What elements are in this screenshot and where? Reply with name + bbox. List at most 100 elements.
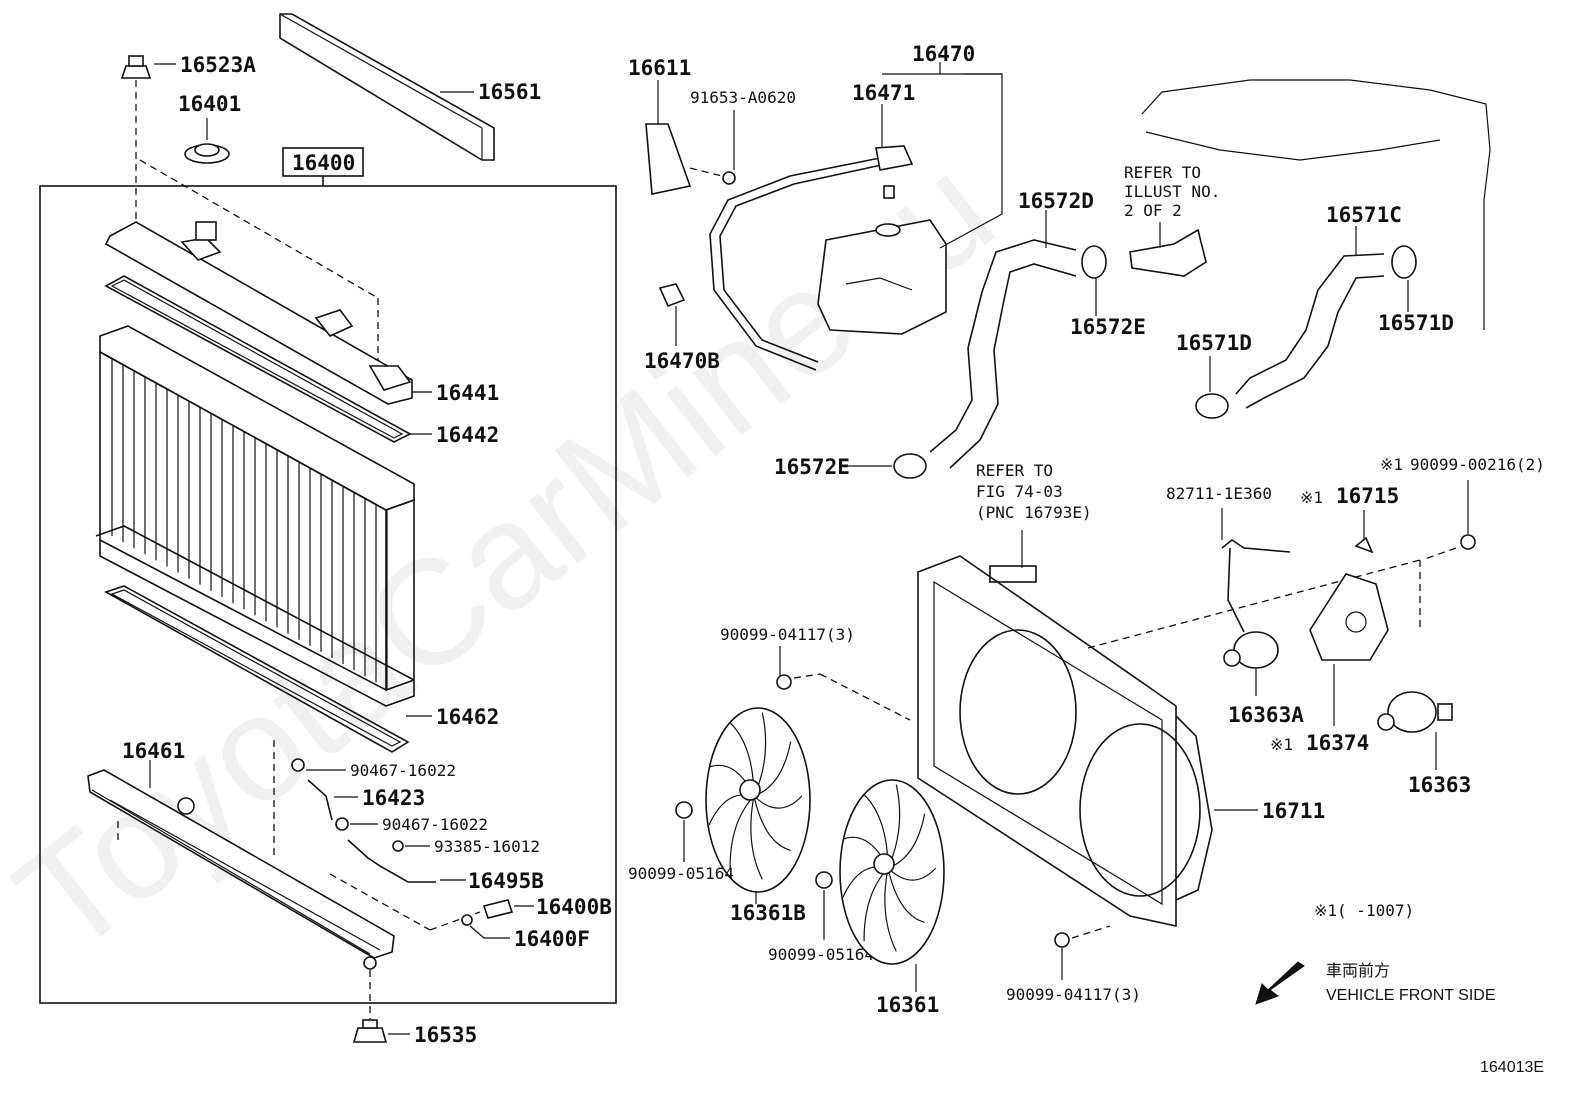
reservoir-tank-16470 xyxy=(817,219,947,335)
upper-hose-16572D xyxy=(929,239,1077,453)
label-16363[interactable]: 16363 xyxy=(1408,773,1471,797)
radiator-core xyxy=(95,325,415,707)
label-16561[interactable]: 16561 xyxy=(478,80,541,104)
label-90099-00216[interactable]: 90099-00216(2) xyxy=(1410,455,1545,474)
bolt-90099-04117-top xyxy=(776,674,792,690)
bolt-90099-04117-bottom xyxy=(1054,932,1070,948)
clamp-90467-a xyxy=(291,758,305,772)
fan-blade xyxy=(729,795,755,870)
clamp-16571D-left xyxy=(1195,393,1229,419)
water-outlet-fitting xyxy=(1129,228,1207,277)
refer-illust-line2: ILLUST NO. xyxy=(1124,182,1220,201)
label-16363A[interactable]: 16363A xyxy=(1228,703,1304,727)
label-16572E-top[interactable]: 16572E xyxy=(1070,315,1146,339)
reservoir-group: 16611 91653-A0620 16471 16470 16470B xyxy=(628,42,1003,373)
hose-16423 xyxy=(307,779,333,821)
label-16611[interactable]: 16611 xyxy=(628,56,691,80)
seal-strip-16561 xyxy=(279,13,495,161)
label-82711[interactable]: 82711-1E360 xyxy=(1166,484,1272,503)
label-16470B[interactable]: 16470B xyxy=(644,349,720,373)
clip-16470B xyxy=(658,283,686,308)
label-90467-a[interactable]: 90467-16022 xyxy=(350,761,456,780)
gasket-16462 xyxy=(104,585,410,753)
label-16523A[interactable]: 16523A xyxy=(180,53,256,77)
refer-illust-line3: 2 OF 2 xyxy=(1124,201,1182,220)
front-label-jp: 車両前方 xyxy=(1326,962,1390,980)
label-16715[interactable]: 16715 xyxy=(1336,484,1399,508)
refer-fig-line2: FIG 74-03 xyxy=(976,482,1063,501)
label-16400B[interactable]: 16400B xyxy=(536,895,612,919)
fan-group: REFER TO FIG 74-03 (PNC 16793E) 16711 82… xyxy=(628,455,1545,1017)
label-16461[interactable]: 16461 xyxy=(122,739,185,763)
engine-outline xyxy=(1141,79,1491,330)
bolt-93385 xyxy=(392,840,404,852)
reservoir-cap-16471 xyxy=(875,145,914,171)
label-16535[interactable]: 16535 xyxy=(414,1023,477,1047)
label-16361B[interactable]: 16361B xyxy=(730,901,806,925)
label-16495B[interactable]: 16495B xyxy=(468,869,544,893)
label-16471[interactable]: 16471 xyxy=(852,81,915,105)
label-16374[interactable]: 16374 xyxy=(1306,731,1369,755)
reference-label-plate xyxy=(989,565,1037,583)
nut-90099-05164-left xyxy=(675,801,693,819)
upper-tank-16441 xyxy=(104,221,413,405)
label-16401[interactable]: 16401 xyxy=(178,92,241,116)
label-16400F[interactable]: 16400F xyxy=(514,927,590,951)
clamp-16572E-top xyxy=(1081,245,1107,279)
motor-bracket-16374 xyxy=(1309,573,1389,661)
label-90099-04117-top[interactable]: 90099-04117(3) xyxy=(720,625,855,644)
mark-16374: ※1 xyxy=(1270,735,1293,754)
label-16462[interactable]: 16462 xyxy=(436,705,499,729)
fan-16361 xyxy=(839,779,945,965)
label-16423[interactable]: 16423 xyxy=(362,786,425,810)
lower-hose-16571C xyxy=(1235,253,1385,395)
label-16441[interactable]: 16441 xyxy=(436,381,499,405)
fan-motor-16363 xyxy=(1377,691,1453,733)
refer-fig-line3: (PNC 16793E) xyxy=(976,503,1092,522)
label-16571D-left[interactable]: 16571D xyxy=(1176,331,1252,355)
refer-illust-line1: REFER TO xyxy=(1124,163,1201,182)
refer-fig-line1: REFER TO xyxy=(976,461,1053,480)
fan-motor-16363A xyxy=(1223,631,1279,669)
vehicle-front-arrow-icon xyxy=(1255,961,1305,1005)
rubber-cushion-16523A xyxy=(120,55,152,79)
label-90099-05164-left[interactable]: 90099-05164 xyxy=(628,864,734,883)
fan-shroud-16711 xyxy=(917,555,1177,927)
hose-group: 16572D 16572E REFER TO ILLUST NO. 2 OF 2… xyxy=(774,79,1491,479)
pipe-16495B xyxy=(347,839,436,883)
clamp-16571D-right xyxy=(1391,245,1417,279)
fan-16361B xyxy=(705,707,811,893)
label-90467-b[interactable]: 90467-16022 xyxy=(382,815,488,834)
o-ring-16400F xyxy=(461,914,473,926)
wire-harness-82711 xyxy=(1221,539,1291,553)
cushion-16535 xyxy=(352,1019,388,1043)
core-fins xyxy=(111,358,388,689)
label-16571C[interactable]: 16571C xyxy=(1326,203,1402,227)
diagram-id: 164013E xyxy=(1480,1059,1544,1076)
part-16715 xyxy=(1354,536,1374,554)
label-16442[interactable]: 16442 xyxy=(436,423,499,447)
label-16572D[interactable]: 16572D xyxy=(1018,189,1094,213)
label-16361[interactable]: 16361 xyxy=(876,993,939,1017)
mark-00216: ※1 xyxy=(1380,455,1403,474)
clamp-90467-b xyxy=(335,817,349,831)
label-16470[interactable]: 16470 xyxy=(912,42,975,66)
bolt-91653 xyxy=(722,171,736,185)
overflow-hose xyxy=(709,157,881,371)
label-16711[interactable]: 16711 xyxy=(1262,799,1325,823)
label-90099-05164-center[interactable]: 90099-05164 xyxy=(768,945,874,964)
label-91653[interactable]: 91653-A0620 xyxy=(690,88,796,107)
label-16572E-bottom[interactable]: 16572E xyxy=(774,455,850,479)
assembly-label[interactable]: 16400 xyxy=(292,151,355,175)
bolt-90099-00216 xyxy=(1460,534,1476,550)
fan-blade xyxy=(884,867,897,952)
label-16571D-right[interactable]: 16571D xyxy=(1378,311,1454,335)
radiator-cap-16401 xyxy=(184,143,230,164)
fan-blade xyxy=(887,867,925,923)
label-93385[interactable]: 93385-16012 xyxy=(434,837,540,856)
radiator-assembly: 16400 16523A 16401 16561 xyxy=(39,13,617,1047)
fan-blade xyxy=(750,795,763,880)
legend: ※1( -1007) 車両前方 VEHICLE FRONT SIDE 16401… xyxy=(1255,901,1544,1076)
label-90099-04117-bottom[interactable]: 90099-04117(3) xyxy=(1006,985,1141,1004)
